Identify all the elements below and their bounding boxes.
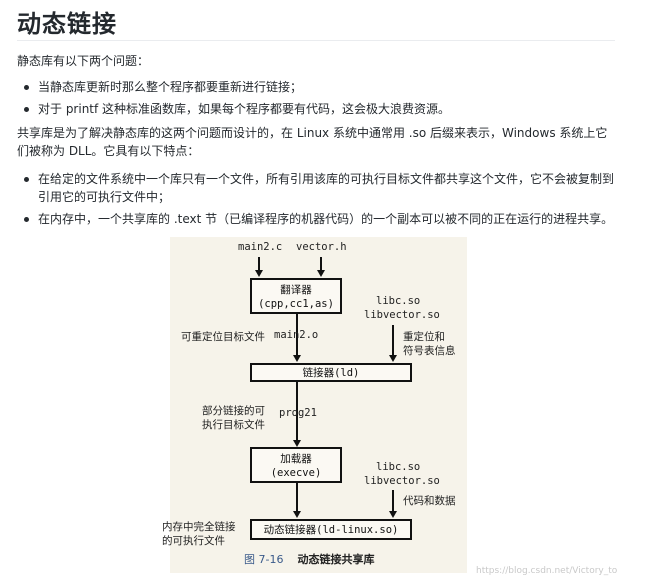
- code-data-label: 代码和数据: [403, 495, 456, 507]
- static-problems-list: 当静态库更新时那么整个程序都要重新进行链接； 对于 printf 这种标准函数库…: [22, 78, 622, 122]
- arrow-down-icon: [293, 355, 301, 362]
- arrow-down-icon: [389, 355, 397, 362]
- arrow-line: [296, 314, 298, 355]
- partial-label-line1: 部分链接的可: [202, 405, 265, 417]
- arrow-line: [296, 483, 298, 511]
- watermark: https://blog.csdn.net/Victory_to: [476, 566, 618, 576]
- relocatable-file: main2.o: [274, 329, 319, 341]
- arrow-down-icon: [317, 270, 325, 277]
- dynamic-linking-figure: main2.c vector.h 翻译器 (cpp,cc1,as) libc.s…: [162, 237, 467, 573]
- translator-tools: (cpp,cc1,as): [258, 298, 334, 310]
- intro-paragraph: 静态库有以下两个问题：: [17, 54, 150, 68]
- arrow-line: [392, 325, 394, 356]
- input-vector-h: vector.h: [296, 241, 347, 253]
- caption-text: 动态链接共享库: [297, 553, 375, 566]
- translator-box: 翻译器 (cpp,cc1,as): [250, 278, 342, 314]
- input-main2-c: main2.c: [238, 241, 283, 253]
- title-divider: [17, 40, 615, 41]
- translator-label: 翻译器: [280, 284, 312, 296]
- dynamic-linker-label: 动态链接器(ld-linux.so): [263, 524, 399, 536]
- arrow-down-icon: [293, 511, 301, 518]
- libs-top-libvector: libvector.so: [364, 309, 440, 321]
- arrow-down-icon: [389, 511, 397, 518]
- shared-intro-paragraph: 共享库是为了解决静态库的这两个问题而设计的，在 Linux 系统中通常用 .so…: [17, 126, 608, 158]
- dynamic-linker-box: 动态链接器(ld-linux.so): [250, 519, 412, 540]
- libs-bottom-libvector: libvector.so: [364, 475, 440, 487]
- reloc-info-line1: 重定位和: [403, 331, 445, 343]
- loader-label: 加载器: [280, 453, 312, 465]
- libs-bottom-libc: libc.so: [376, 461, 421, 473]
- arrow-line: [296, 382, 298, 440]
- list-item: 当静态库更新时那么整个程序都要重新进行链接；: [22, 78, 622, 100]
- partial-label-line2: 执行目标文件: [202, 419, 265, 431]
- linker-label: 链接器(ld): [302, 367, 360, 379]
- reloc-info-line2: 符号表信息: [403, 345, 456, 357]
- full-label-line1: 内存中完全链接: [162, 521, 236, 533]
- list-item: 对于 printf 这种标准函数库，如果每个程序都要有代码，这会极大浪费资源。: [22, 100, 622, 122]
- caption-number: 图 7-16: [244, 553, 284, 566]
- list-item: 在内存中，一个共享库的 .text 节（已编译程序的机器代码）的一个副本可以被不…: [22, 210, 622, 228]
- libs-top-libc: libc.so: [376, 295, 421, 307]
- partial-file: prog21: [279, 407, 317, 419]
- loader-box: 加载器 (execve): [250, 447, 342, 483]
- arrow-line: [392, 490, 394, 511]
- full-label-line2: 的可执行文件: [162, 535, 225, 547]
- figure-caption: 图 7-16 动态链接共享库: [244, 551, 374, 567]
- loader-tools: (execve): [270, 467, 322, 479]
- page-title: 动态链接: [17, 10, 117, 38]
- shared-features-list: 在给定的文件系统中一个库只有一个文件，所有引用该库的可执行目标文件都共享这个文件…: [22, 170, 622, 228]
- list-item: 在给定的文件系统中一个库只有一个文件，所有引用该库的可执行目标文件都共享这个文件…: [22, 170, 622, 206]
- arrow-down-icon: [293, 440, 301, 447]
- linker-box: 链接器(ld): [250, 363, 412, 382]
- relocatable-label: 可重定位目标文件: [181, 331, 265, 343]
- arrow-line: [320, 257, 322, 271]
- arrow-line: [258, 257, 260, 271]
- arrow-down-icon: [255, 270, 263, 277]
